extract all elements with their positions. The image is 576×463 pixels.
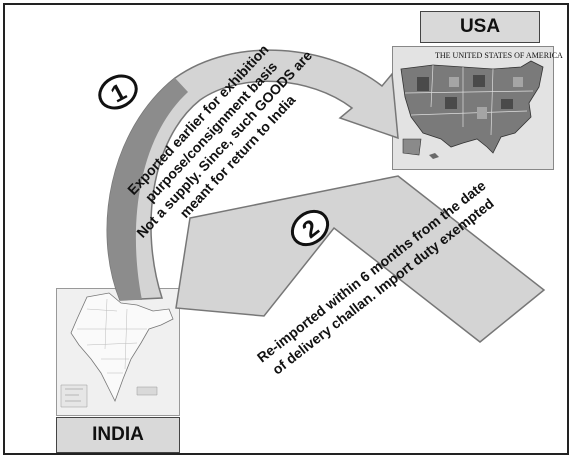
step1-number-badge: 1	[98, 74, 138, 110]
india-map-graphic	[60, 292, 174, 408]
export-curve-shadow	[107, 78, 188, 300]
import-arrow	[175, 175, 546, 343]
india-map-image	[56, 288, 180, 416]
usa-map-graphic	[400, 60, 544, 159]
usa-map-image: THE UNITED STATES OF AMERICA	[392, 46, 563, 170]
india-label-box: INDIA	[56, 417, 180, 453]
usa-map-title: THE UNITED STATES OF AMERICA	[435, 51, 563, 60]
step2-number-badge: 2	[290, 209, 330, 247]
usa-label-box: USA	[420, 11, 540, 43]
